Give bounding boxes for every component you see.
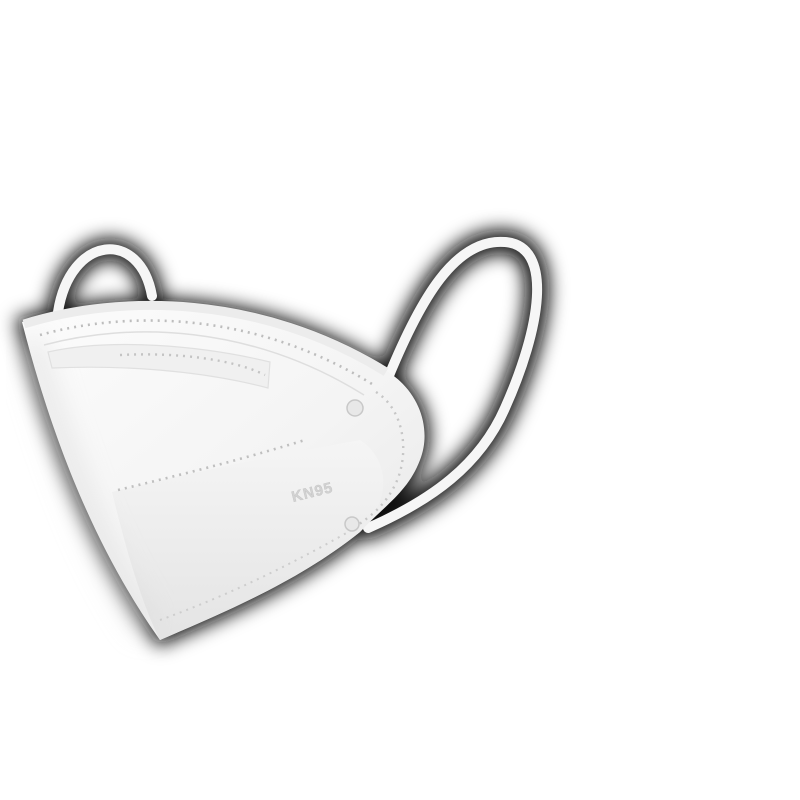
nose-panel-fold [47,343,271,389]
right-edge-seam [357,390,405,526]
strap-weld-top [346,399,364,417]
strap-weld-bottom [344,516,360,532]
ear-loop-left [53,244,157,317]
mask-top-rim [22,300,389,376]
top-seam-line [43,331,365,396]
ear-loop-right [363,236,543,533]
center-seam [117,438,306,492]
mask-edge-shade [21,337,158,636]
mask-lower-fold [112,440,384,640]
